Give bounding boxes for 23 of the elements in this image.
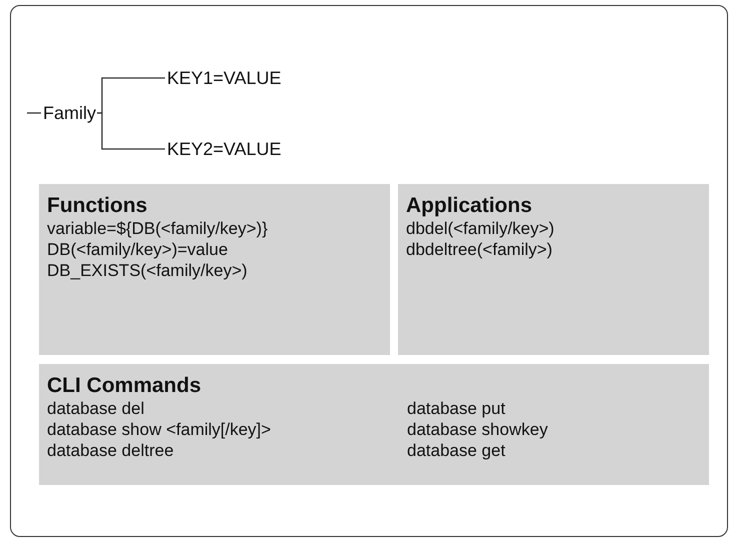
- container-box: [10, 5, 728, 537]
- command-text: dbdel(<family/key>): [406, 218, 556, 239]
- command-text: variable=${DB(<family/key>)}: [47, 218, 269, 239]
- command-text: database del: [47, 398, 146, 419]
- command-text: DB_EXISTS(<family/key>): [47, 260, 248, 281]
- tree-line: [97, 112, 165, 150]
- panel-heading: CLI Commands: [47, 374, 202, 398]
- command-text: database put: [407, 398, 506, 419]
- panel-heading: Functions: [47, 194, 148, 218]
- section-panel: [398, 184, 709, 355]
- command-text: DB(<family/key>)=value: [47, 239, 229, 260]
- panel-heading: Applications: [406, 194, 534, 218]
- section-panel: [39, 184, 390, 355]
- command-text: database show <family[/key]>: [47, 419, 272, 440]
- command-text: dbdeltree(<family>): [406, 239, 554, 260]
- command-text: database showkey: [407, 419, 549, 440]
- tree-label: KEY1=VALUE: [167, 67, 282, 89]
- command-text: database deltree: [47, 440, 175, 461]
- tree-line: [27, 112, 41, 114]
- tree-label: Family: [43, 102, 96, 124]
- section-panel: [39, 364, 709, 485]
- tree-label: KEY2=VALUE: [167, 138, 282, 160]
- command-text: database get: [407, 440, 506, 461]
